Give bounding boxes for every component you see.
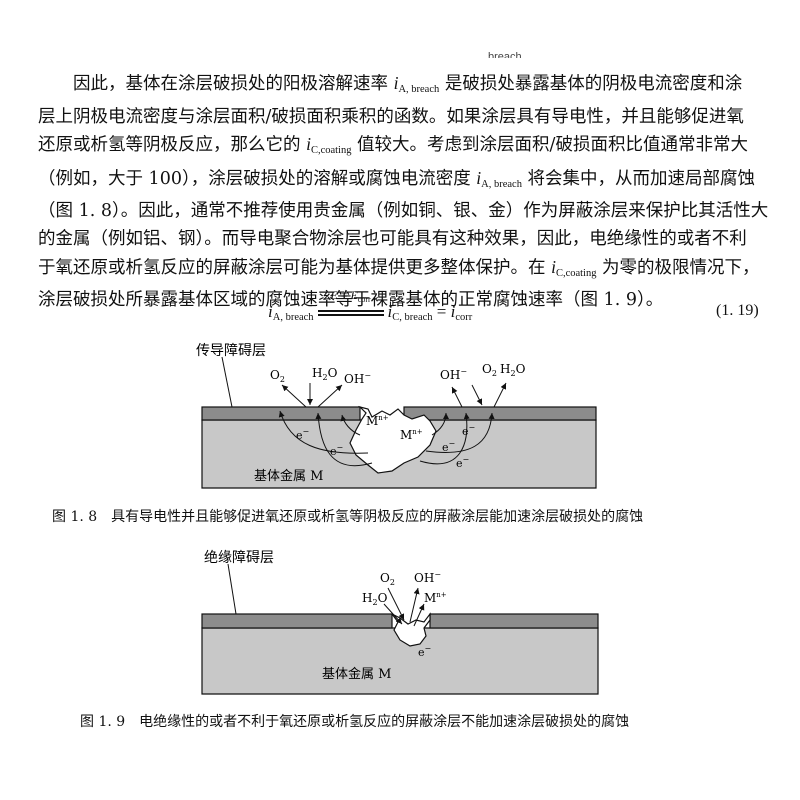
paragraph-line-4: （例如，大于 100），涂层破损处的溶解或腐蚀电流密度 iA, breach 将… <box>38 165 778 199</box>
substrate-label: 基体金属 M <box>254 468 323 484</box>
equilibrium-double-bar: E = Ecorr <box>317 288 384 322</box>
h2o-label: H2O <box>362 591 388 607</box>
eq-condition: E = Ecorr <box>318 288 384 304</box>
text-run: 于氧还原或析氢反应的屏蔽涂层可能为基体提供更多整体保护。在 <box>38 257 552 278</box>
text-run: 为零的极限情况下， <box>596 257 760 278</box>
electron-label: e− <box>296 427 309 442</box>
corrosion-pit <box>349 405 437 474</box>
caption-text: 电绝缘性的或者不利于氧还原或析氢反应的屏蔽涂层不能加速涂层破损处的腐蚀 <box>139 714 630 730</box>
paragraph-line-7: 于氧还原或析氢反应的屏蔽涂层可能为基体提供更多整体保护。在 iC,coating… <box>38 254 778 288</box>
reaction-arrow <box>281 384 307 408</box>
figure-1-9-caption: 图 1. 9 电绝缘性的或者不利于氧还原或析氢反应的屏蔽涂层不能加速涂层破损处的腐… <box>80 711 629 731</box>
eq-sub: C, breach <box>392 312 433 323</box>
text-run: 因此，基体在涂层破损处的阳极溶解速率 <box>73 74 394 94</box>
o2-label-left: O2 <box>270 368 285 384</box>
text-run: 是破损处暴露基体的阴极电流密度和涂 <box>439 74 743 94</box>
reaction-arrow <box>493 382 507 408</box>
electron-path <box>431 412 449 436</box>
electron-path <box>419 412 470 465</box>
coating-label: 绝缘障碍层 <box>204 550 274 566</box>
h2o-label-right: H2O <box>500 362 526 378</box>
figure-1-8-diagram: 传导障碍层 O2 H2O OH− OH− O2 H2O Mn+ Mn+ e− e… <box>196 343 597 489</box>
eq-var: i <box>387 302 393 321</box>
bar <box>317 314 384 316</box>
h2o-label-left: H2O <box>312 366 338 382</box>
bar <box>317 310 384 312</box>
eq-var: i <box>450 302 456 321</box>
reaction-arrow <box>413 603 425 627</box>
eq-sub: corr <box>357 295 371 305</box>
text-run: （例如，大于 100），涂层破损处的溶解或腐蚀电流密度 <box>38 168 477 189</box>
electron-path <box>340 414 361 436</box>
electron-path <box>278 410 369 454</box>
paragraph-line-5: （图 1. 8）。因此，通常不推荐使用贵金属（例如铜、银、金）作为屏蔽涂层来保护… <box>38 201 769 222</box>
reaction-arrow <box>383 603 403 625</box>
substrate-label: 基体金属 M <box>322 666 391 682</box>
figure-1-8-caption: 图 1. 8 具有导电性并且能够促进氧还原或析氢等阴极反应的屏蔽涂层能加速涂层破损… <box>52 506 643 526</box>
figure-1-8: 传导障碍层 O2 H2O OH− OH− O2 H2O Mn+ Mn+ e− e… <box>0 335 800 505</box>
metal-ion-label: Mn+ <box>424 591 447 605</box>
o2-label-right: O2 <box>482 362 497 378</box>
reaction-arrow <box>409 587 420 623</box>
paragraph-line-8: 涂层破损处所暴露基体区域的腐蚀速率等于裸露基体的正常腐蚀速率（图 1. 9）。 <box>38 290 664 311</box>
body-paragraph: 因此，基体在涂层破损处的阳极溶解速率 iA, breach 是破损处暴露基体的阴… <box>38 70 778 315</box>
equation-number: (1. 19) <box>716 302 759 319</box>
electron-path <box>315 412 373 467</box>
figure-1-9-diagram: 绝缘障碍层 O2 OH− H2O Mn+ e− 基体金属 M <box>201 550 599 695</box>
oh-label: OH− <box>414 570 441 585</box>
eq-var: E <box>330 288 338 303</box>
electron-label: e− <box>330 443 343 458</box>
caption-text: 具有导电性并且能够促进氧还原或析氢等阴极反应的屏蔽涂层能加速涂层破损处的腐蚀 <box>111 509 644 525</box>
variable-i: i <box>306 134 311 155</box>
eq-sub: A, breach <box>272 312 314 323</box>
variable-i: i <box>476 167 482 188</box>
figure-1-9: 绝缘障碍层 O2 OH− H2O Mn+ e− 基体金属 M <box>0 540 800 710</box>
paragraph-line-1: 因此，基体在涂层破损处的阳极溶解速率 iA, breach 是破损处暴露基体的阴… <box>38 70 778 104</box>
coating-label-leader <box>227 563 237 615</box>
caption-label: 图 1. 9 <box>80 714 126 730</box>
text-run: 值较大。考虑到涂层面积/破损面积比值通常非常大 <box>351 135 748 156</box>
eq-op: = <box>432 302 451 321</box>
electron-label: e− <box>442 439 455 454</box>
coating-label-leader <box>221 356 233 408</box>
electron-path <box>425 412 495 453</box>
paragraph-line-2: 层上阴极电流密度与涂层面积/破损面积乘积的函数。如果涂层具有导电性，并且能够促进… <box>38 106 744 127</box>
paragraph-line-6: 的金属（例如铝、钢）。而导电聚合物涂层也可能具有这种效果，因此，电绝缘性的或者不… <box>38 228 747 249</box>
text-run: 还原或析氢等阴极反应，那么它的 <box>38 135 307 156</box>
oh-label-right: OH− <box>440 367 467 382</box>
paragraph-line-3: 还原或析氢等阴极反应，那么它的 iC,coating 值较大。考虑到涂层面积/破… <box>38 131 778 165</box>
electron-label: e− <box>418 644 431 659</box>
coating-label: 传导障碍层 <box>196 343 266 359</box>
metal-ion-label: Mn+ <box>366 414 389 428</box>
reaction-arrow <box>317 384 343 408</box>
cutoff-subscript-text: breach <box>488 51 522 58</box>
caption-label: 图 1. 8 <box>52 509 98 525</box>
eq-var: E <box>350 288 358 303</box>
reaction-arrow <box>451 386 463 408</box>
variable-i: i <box>393 73 399 93</box>
o2-label: O2 <box>380 571 395 587</box>
subscript: A, breach <box>481 178 522 190</box>
eq-op: = <box>337 288 351 303</box>
subscript: C,coating <box>555 267 597 279</box>
insulating-coating-right <box>429 613 599 629</box>
metal-ion-label: Mn+ <box>400 428 423 442</box>
conductive-coating-right <box>403 406 597 421</box>
oh-label-left: OH− <box>344 371 371 386</box>
reaction-arrow <box>387 587 405 621</box>
text-run: 将会集中，从而加速局部腐蚀 <box>521 168 756 189</box>
electron-label: e− <box>456 455 469 470</box>
insulating-coating-left <box>201 613 393 629</box>
variable-i: i <box>551 256 556 277</box>
eq-var: i <box>268 302 273 321</box>
reaction-arrow <box>471 384 483 406</box>
eq-sub: corr <box>455 312 473 323</box>
subscript: C,coating <box>310 145 352 157</box>
subscript: A, breach <box>398 84 440 95</box>
electron-label: e− <box>462 423 475 438</box>
